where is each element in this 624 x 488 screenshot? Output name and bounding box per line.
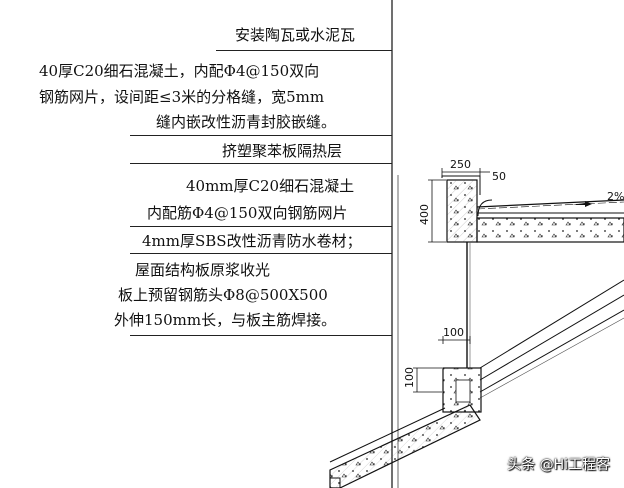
- dim-bottom-height: 100: [403, 367, 416, 388]
- note-membrane: 4mm厚SBS改性沥青防水卷材；: [142, 232, 362, 250]
- dimension-lines: [413, 168, 490, 393]
- upper-roof-slope: [479, 279, 624, 399]
- note-gutter-concrete-line-2: 内配筋Φ4@150双向钢筋网片: [147, 204, 348, 222]
- upper-gutter: [441, 175, 624, 243]
- note-tile: 安装陶瓦或水泥瓦: [235, 26, 356, 44]
- dim-slope: 2%: [607, 190, 624, 203]
- note-insulation: 挤塑聚苯板隔热层: [222, 142, 343, 160]
- lower-gutter: [329, 367, 482, 488]
- rule-tile: [216, 50, 392, 51]
- note-slab-line-3: 外伸150mm长，与板主筋焊接。: [114, 311, 337, 329]
- rule-membrane: [130, 253, 392, 254]
- note-screed-line-3: 缝内嵌改性沥青封胶嵌缝。: [156, 113, 337, 131]
- note-screed-line-1: 40厚C20细石混凝土，内配Φ4@150双向: [39, 62, 320, 80]
- note-slab-line-2: 板上预留钢筋头Φ8@500X500: [118, 286, 328, 304]
- note-slab-line-1: 屋面结构板原浆收光: [135, 261, 271, 279]
- rule-gutter-concrete: [130, 226, 392, 227]
- dim-top-height: 400: [418, 204, 431, 225]
- dim-top-offset: 50: [492, 170, 506, 183]
- rule-insulation: [130, 163, 392, 164]
- rule-screed: [130, 135, 392, 136]
- rule-slab: [130, 335, 392, 336]
- note-screed-line-2: 钢筋网片，设间距≤3米的分格缝，宽5mm: [39, 88, 325, 106]
- watermark: 头条 @Hi工程客: [507, 457, 610, 473]
- note-gutter-concrete-line-1: 40mm厚C20细石混凝土: [186, 177, 355, 195]
- dim-top-width: 250: [450, 158, 471, 171]
- dim-bottom-width: 100: [443, 326, 464, 339]
